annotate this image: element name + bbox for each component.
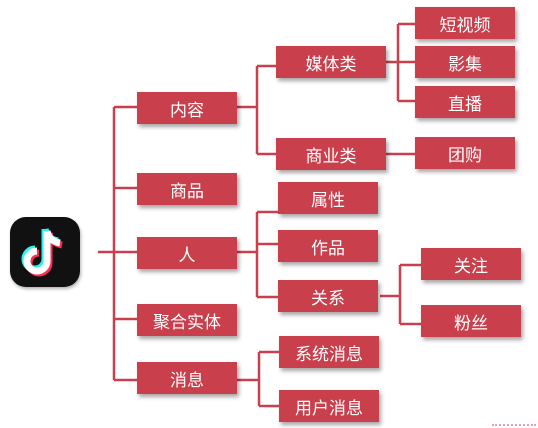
node-user-message: 用户消息 — [279, 390, 379, 422]
node-album: 影集 — [415, 46, 515, 78]
node-aggregate-entity: 聚合实体 — [137, 304, 237, 336]
tiktok-icon — [21, 228, 63, 277]
node-person: 人 — [137, 237, 237, 269]
node-relation: 关系 — [278, 280, 378, 312]
node-short-video: 短视频 — [415, 7, 515, 39]
node-business: 商业类 — [276, 138, 386, 170]
node-works: 作品 — [278, 230, 378, 262]
node-media: 媒体类 — [276, 46, 386, 78]
node-follow: 关注 — [421, 248, 521, 280]
corner-dotted-mark — [492, 424, 536, 426]
node-system-message: 系统消息 — [279, 336, 379, 368]
node-live: 直播 — [415, 86, 515, 118]
node-group-buy: 团购 — [415, 137, 515, 169]
node-fans: 粉丝 — [421, 305, 521, 337]
node-attribute: 属性 — [278, 182, 378, 214]
node-content: 内容 — [137, 92, 237, 124]
node-product: 商品 — [137, 173, 237, 205]
node-message: 消息 — [137, 362, 237, 394]
tiktok-logo — [10, 217, 80, 287]
